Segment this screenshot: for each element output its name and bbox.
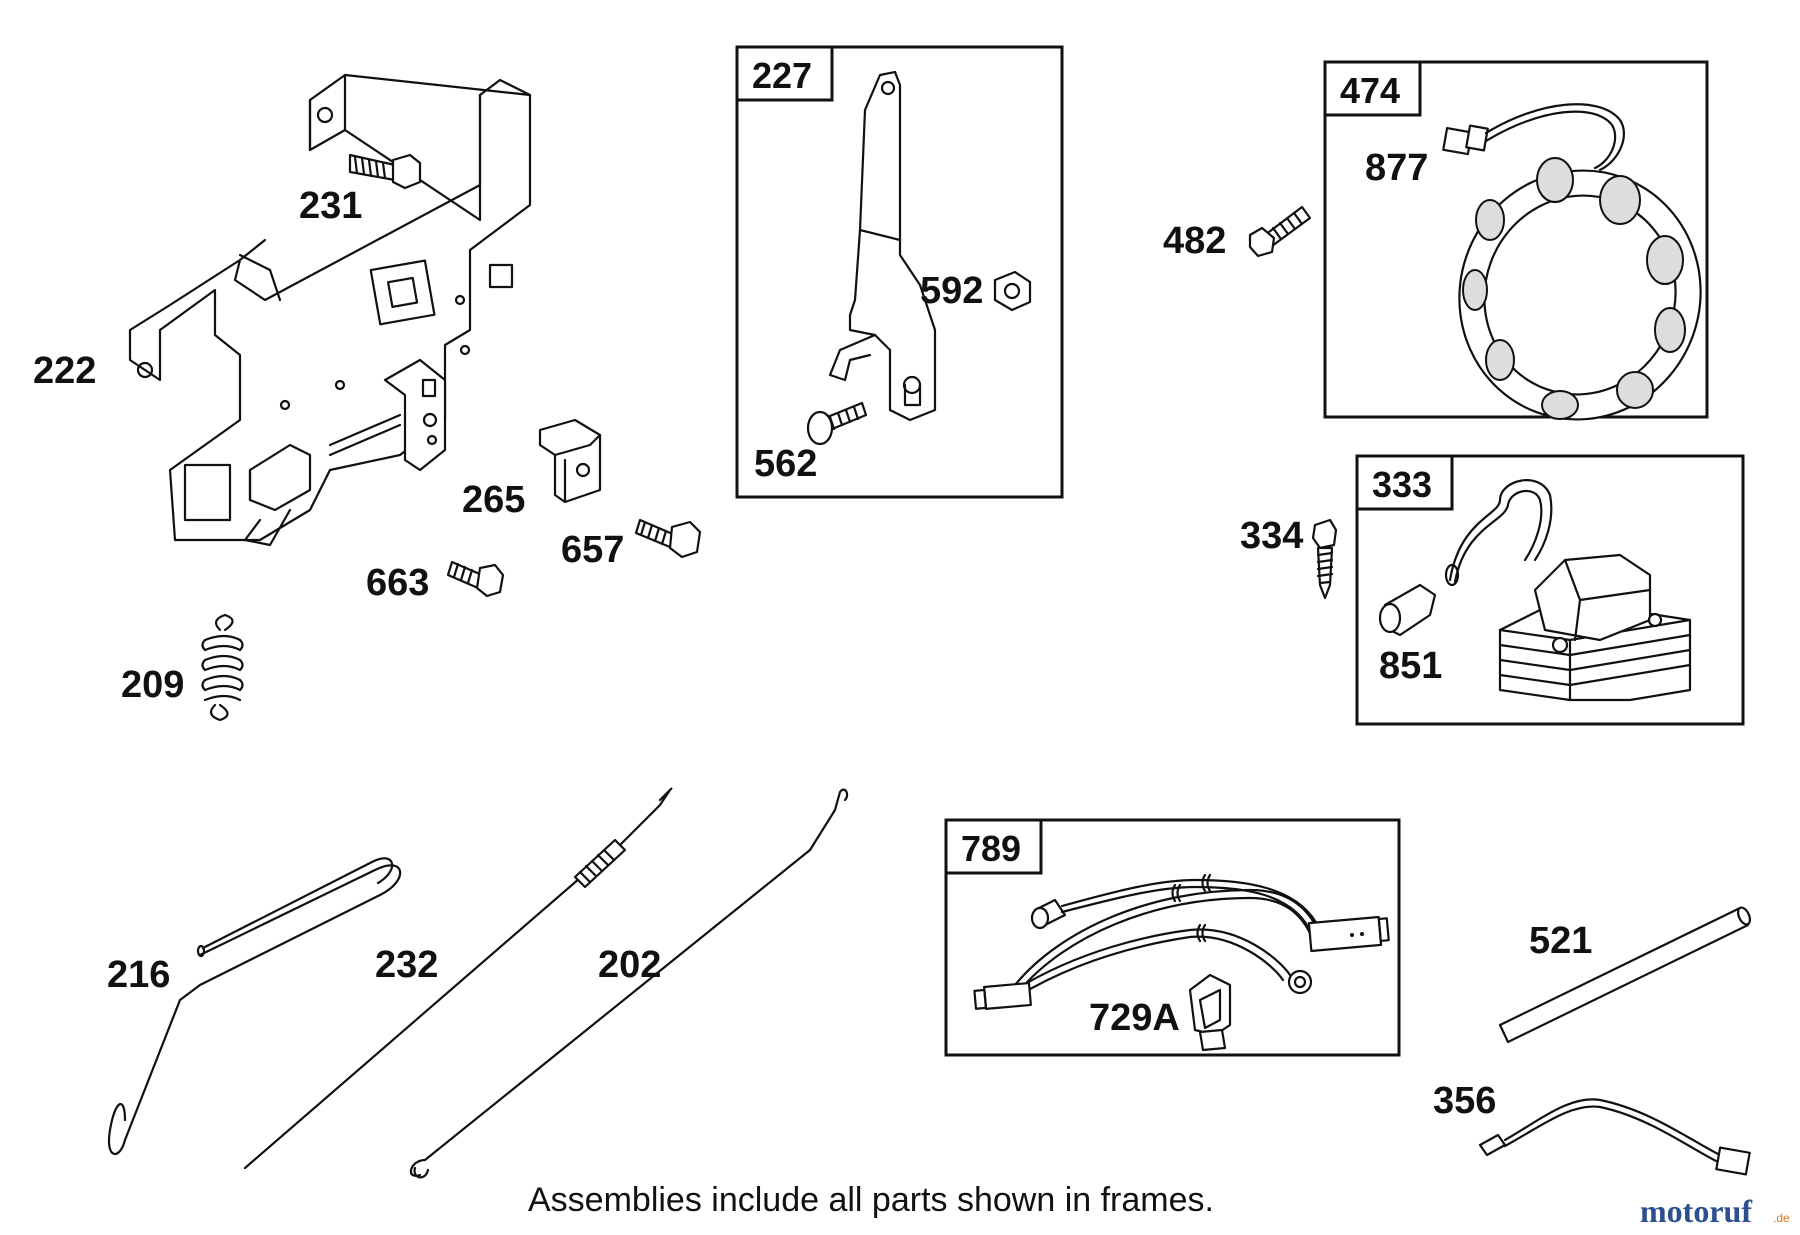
part-label-265: 265 (462, 479, 525, 521)
part-label-657: 657 (561, 529, 624, 571)
part-label-222: 222 (33, 350, 96, 392)
frame-333 (1355, 454, 1745, 726)
wire-356-drawing (1478, 1098, 1751, 1176)
frame-label-333: 333 (1372, 464, 1432, 505)
screw-657-drawing (634, 518, 702, 559)
part-label-482: 482 (1163, 220, 1226, 262)
assembly-caption: Assemblies include all parts shown in fr… (528, 1181, 1214, 1219)
frame-label-227: 227 (752, 55, 812, 96)
clip-265-drawing (538, 418, 602, 504)
part-label-592: 592 (920, 270, 983, 312)
frame-789 (944, 818, 1401, 1057)
rod-202-drawing (409, 788, 849, 1179)
part-label-356: 356 (1433, 1080, 1496, 1122)
screw-663-drawing (446, 560, 505, 598)
brand-suffix: .de (1773, 1211, 1790, 1225)
part-label-851: 851 (1379, 645, 1442, 687)
screw-334-drawing (1311, 518, 1338, 600)
part-label-663: 663 (366, 562, 429, 604)
part-label-521: 521 (1529, 920, 1592, 962)
frame-474 (1323, 60, 1709, 421)
frame-label-789: 789 (961, 828, 1021, 869)
tube-521-drawing (1498, 906, 1752, 1044)
screw-482-drawing (1248, 205, 1312, 258)
part-label-209: 209 (121, 664, 184, 706)
frame-label-474: 474 (1340, 70, 1400, 111)
brand-name: motoruf (1640, 1193, 1752, 1229)
cable-232-drawing (243, 787, 673, 1170)
control-bracket-drawing (128, 73, 532, 547)
part-label-202: 202 (598, 944, 661, 986)
part-label-232: 232 (375, 944, 438, 986)
frame-227 (735, 45, 1064, 499)
part-label-562: 562 (754, 443, 817, 485)
part-label-231: 231 (299, 185, 362, 227)
part-label-334: 334 (1240, 515, 1303, 557)
brand-watermark: motoruf .de (1640, 1193, 1790, 1229)
screw-231-drawing (348, 153, 422, 190)
rod-216-drawing (107, 857, 402, 1156)
spring-209-drawing (201, 613, 244, 722)
part-label-729A: 729A (1089, 997, 1180, 1039)
part-label-877: 877 (1365, 147, 1428, 189)
part-label-216: 216 (107, 954, 170, 996)
